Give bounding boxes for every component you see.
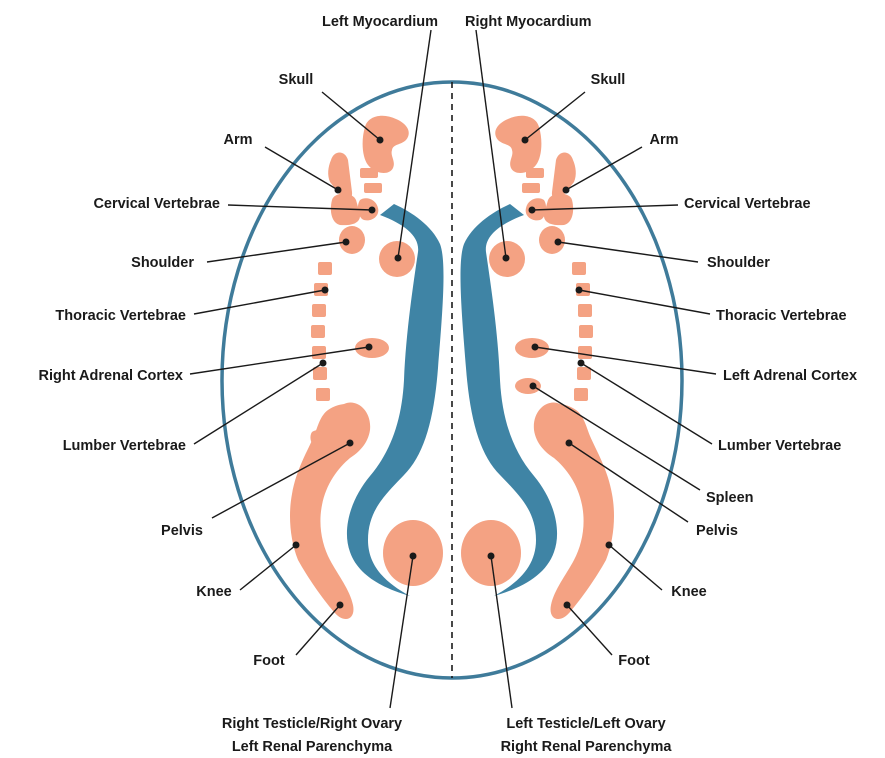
- vertebra-block: [577, 367, 591, 380]
- label-spleen: Spleen: [706, 490, 754, 506]
- label-arm-left: Arm: [223, 132, 252, 148]
- label-left-adrenal: Left Adrenal Cortex: [723, 368, 857, 384]
- vertebra-block: [316, 388, 330, 401]
- left-half: [290, 116, 444, 619]
- cervical-block: [522, 183, 540, 193]
- label-foot-left: Foot: [253, 653, 285, 669]
- right-half: [460, 116, 614, 619]
- vertebra-block: [313, 367, 327, 380]
- label-skull-left: Skull: [279, 72, 314, 88]
- label-left-myocardium: Left Myocardium: [322, 14, 438, 30]
- label-skull-right: Skull: [591, 72, 626, 88]
- skull-left: [363, 116, 409, 173]
- vertebra-block: [312, 346, 326, 359]
- label-arm-right: Arm: [649, 132, 678, 148]
- label-bottom-left-line2: Left Renal Parenchyma: [232, 739, 393, 755]
- label-thoracic-right: Thoracic Vertebrae: [716, 308, 847, 324]
- label-bottom-left-line1: Right Testicle/Right Ovary: [222, 716, 402, 732]
- spleen: [515, 378, 541, 394]
- vertebra-block: [318, 262, 332, 275]
- label-cervical-left: Cervical Vertebrae: [93, 196, 220, 212]
- label-thoracic-left: Thoracic Vertebrae: [55, 308, 186, 324]
- skull-right: [495, 116, 541, 173]
- label-cervical-right: Cervical Vertebrae: [684, 196, 811, 212]
- cervical-block: [526, 168, 544, 178]
- leader-lines: [190, 30, 716, 708]
- label-right-adrenal: Right Adrenal Cortex: [39, 368, 183, 384]
- label-bottom-right-line2: Right Renal Parenchyma: [501, 739, 673, 755]
- label-lumber-left: Lumber Vertebrae: [63, 438, 186, 454]
- vertebra-block: [578, 304, 592, 317]
- vertebra-block: [572, 262, 586, 275]
- label-knee-left: Knee: [196, 584, 231, 600]
- vertebra-block: [574, 388, 588, 401]
- shoulder-right: [539, 226, 565, 254]
- label-bottom-right-line1: Left Testicle/Left Ovary: [506, 716, 665, 732]
- label-foot-right: Foot: [618, 653, 650, 669]
- vertebra-block: [311, 325, 325, 338]
- label-shoulder-right: Shoulder: [707, 255, 770, 271]
- vertebra-block: [312, 304, 326, 317]
- shoulder-left: [339, 226, 365, 254]
- labels: Left Myocardium Right Myocardium Skull S…: [39, 14, 858, 755]
- vertebra-block: [579, 325, 593, 338]
- label-knee-right: Knee: [671, 584, 706, 600]
- cervical-block: [364, 183, 382, 193]
- cervical-block: [360, 168, 378, 178]
- vertebra-block: [578, 346, 592, 359]
- label-pelvis-left: Pelvis: [161, 523, 203, 539]
- label-lumber-right: Lumber Vertebrae: [718, 438, 841, 454]
- label-right-myocardium: Right Myocardium: [465, 14, 591, 30]
- label-pelvis-right: Pelvis: [696, 523, 738, 539]
- label-shoulder-left: Shoulder: [131, 255, 194, 271]
